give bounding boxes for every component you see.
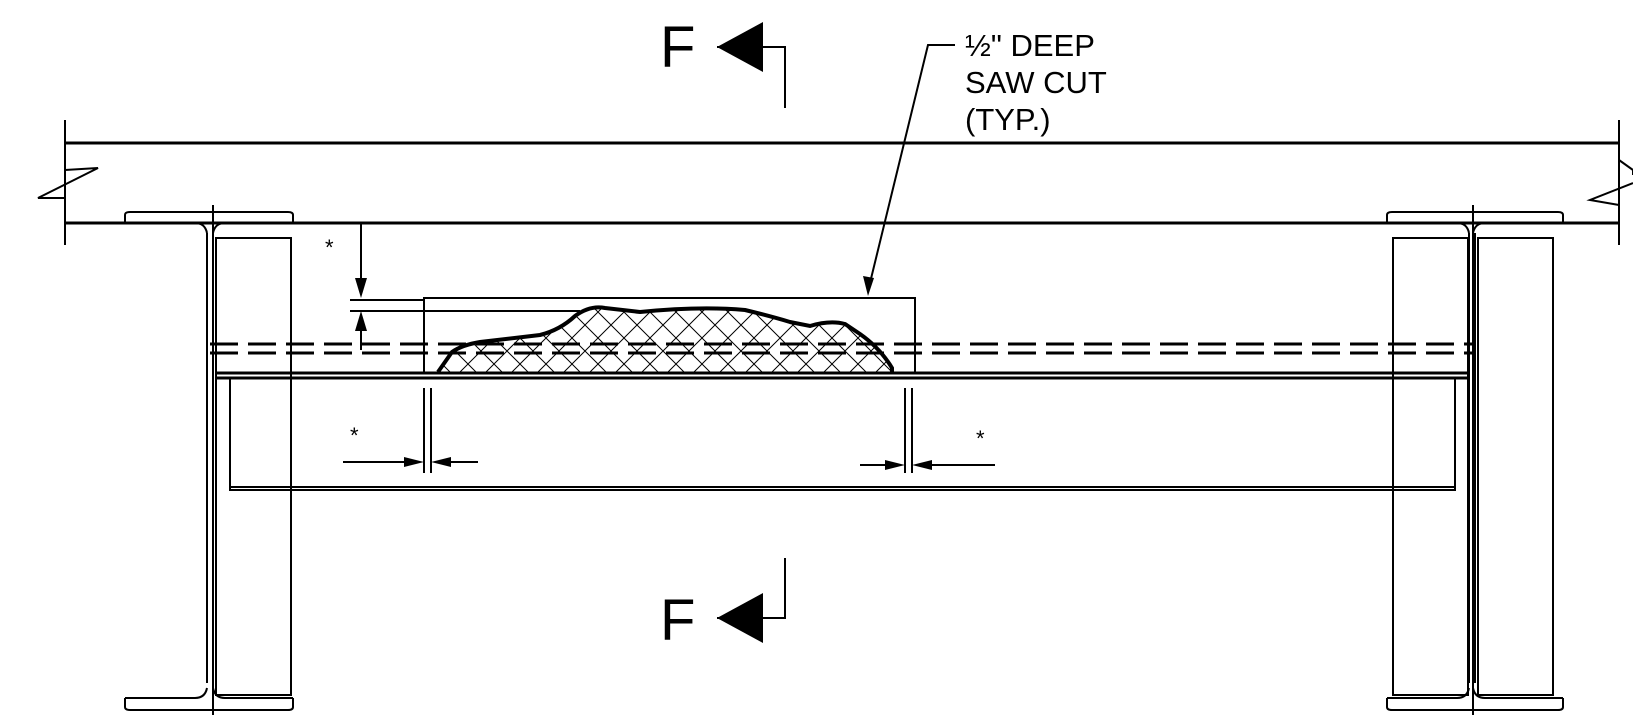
note-line-1: ½" DEEP xyxy=(965,28,1095,63)
right-break-line xyxy=(1618,159,1633,175)
vertical-clearance-note: * xyxy=(325,235,334,260)
diaphragm-beam xyxy=(216,371,1469,491)
vertical-clearance-dimension xyxy=(350,223,580,350)
left-break-line xyxy=(37,167,99,199)
saw-cut-note: ½" DEEP SAW CUT (TYP.) xyxy=(965,28,1107,137)
section-mark-bottom: F xyxy=(660,558,786,653)
section-letter-bottom: F xyxy=(660,588,695,653)
saw-cut-outline xyxy=(423,297,916,373)
note-line-2: SAW CUT xyxy=(965,65,1107,100)
right-girder xyxy=(1386,205,1564,715)
saw-cut-leader xyxy=(863,44,955,296)
left-offset-note: * xyxy=(350,423,359,448)
left-girder xyxy=(124,205,294,715)
left-offset-dimension xyxy=(343,388,478,473)
section-mark-top: F xyxy=(660,15,786,108)
right-offset-dimension xyxy=(860,388,995,473)
section-letter-top: F xyxy=(660,15,695,80)
right-offset-note: * xyxy=(976,426,985,451)
concrete-slab xyxy=(37,120,1633,245)
note-line-3: (TYP.) xyxy=(965,102,1051,137)
